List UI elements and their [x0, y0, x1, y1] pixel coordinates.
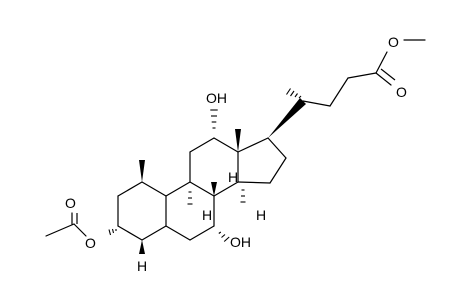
ring-d-bonds: [237, 137, 287, 184]
oh-7-label: OH: [230, 234, 251, 250]
o-acetate-ester-label: O: [85, 235, 96, 251]
methyl-c18-wedge: [235, 129, 241, 152]
h-9-label: H: [202, 207, 212, 223]
o-methyl-ester-label: O: [388, 34, 399, 50]
c7-hash-bond: [218, 231, 230, 242]
acetate-bonds: [45, 212, 87, 237]
c17-side-chain-wedge: [268, 98, 306, 138]
h8-wedge: [211, 182, 217, 196]
o-acetate-carbonyl-label: O: [65, 195, 76, 211]
ring-b-bonds: [165, 181, 215, 241]
ring-c-bonds: [189, 137, 239, 197]
h9-hash-bond: [187, 191, 193, 205]
c20-hash-bond: [286, 88, 302, 99]
h-5-label: H: [137, 258, 147, 274]
h14-hash-bond: [240, 189, 246, 203]
c12-hash-bond: [210, 109, 218, 129]
h-14-label: H: [256, 207, 266, 223]
o-methyl-carbonyl-label: O: [396, 84, 407, 100]
oh-12-label: OH: [206, 90, 227, 106]
h-8-label: H: [228, 169, 238, 185]
side-chain-bonds: [302, 39, 426, 107]
methyl-c19-wedge: [139, 160, 145, 182]
ring-a-bonds: [117, 181, 167, 241]
h5-wedge: [139, 240, 145, 254]
c3-hash-bond: [108, 228, 117, 236]
